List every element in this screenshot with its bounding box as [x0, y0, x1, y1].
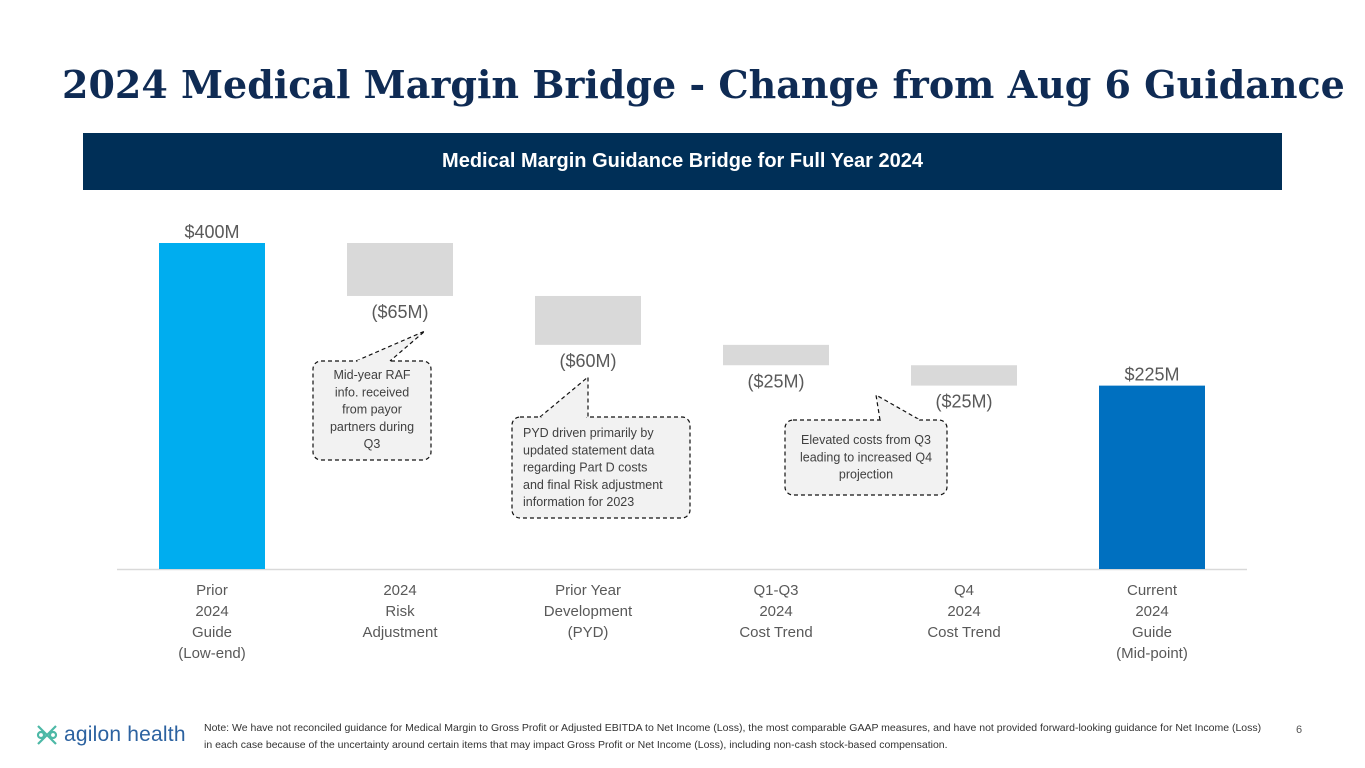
callout-text-0-2: from payor: [342, 403, 402, 417]
category-label-4-2: Cost Trend: [927, 624, 1000, 641]
category-label-5-1: 2024: [1135, 603, 1168, 620]
footnote: Note: We have not reconciled guidance fo…: [204, 722, 1262, 751]
bar-4: [911, 365, 1017, 386]
data-label-2: ($60M): [559, 351, 616, 371]
callout-text-2-0: Elevated costs from Q3: [801, 433, 931, 447]
callout-text-1-1: updated statement data: [523, 443, 654, 457]
chart-banner: Medical Margin Guidance Bridge for Full …: [83, 133, 1282, 190]
callout-tail-2: [875, 393, 921, 421]
category-label-0-0: Prior: [196, 582, 228, 599]
page-title: 2024 Medical Margin Bridge - Change from…: [62, 62, 1345, 107]
data-label-3: ($25M): [747, 371, 804, 391]
category-label-5-0: Current: [1127, 582, 1178, 599]
category-label-0-3: (Low-end): [178, 645, 246, 662]
callout-text-1-3: and final Risk adjustment: [523, 478, 663, 492]
callout-tail-0: [355, 330, 426, 362]
data-label-0: $400M: [184, 222, 239, 242]
callout-text-0-3: partners during: [330, 420, 414, 434]
bar-1: [347, 243, 453, 296]
category-label-0-1: 2024: [195, 603, 228, 620]
callout-text-2-2: projection: [839, 468, 893, 482]
category-label-1-2: Adjustment: [362, 624, 438, 641]
category-label-0-2: Guide: [192, 624, 232, 641]
category-label-2-1: Development: [544, 603, 633, 620]
data-label-4: ($25M): [935, 392, 992, 412]
category-label-4-1: 2024: [947, 603, 980, 620]
category-label-3-0: Q1-Q3: [753, 582, 798, 599]
callout-tail-1: [539, 375, 589, 418]
waterfall-chart: $400MPrior2024Guide(Low-end)($65M)2024Ri…: [117, 222, 1247, 662]
bar-0: [159, 243, 265, 569]
bar-5: [1099, 385, 1205, 569]
category-label-4-0: Q4: [954, 582, 974, 599]
callout-box-1: [511, 416, 691, 519]
category-label-1-1: Risk: [385, 603, 415, 620]
category-label-2-2: (PYD): [568, 624, 609, 641]
callout-text-1-0: PYD driven primarily by: [523, 426, 654, 440]
bar-3: [723, 344, 829, 366]
callout-text-0-4: Q3: [364, 437, 381, 451]
callout-text-1-4: information for 2023: [523, 495, 634, 509]
category-label-3-2: Cost Trend: [739, 624, 812, 641]
callout-text-1-2: regarding Part D costs: [523, 461, 647, 475]
callout-box-2: [784, 419, 948, 496]
data-label-1: ($65M): [371, 302, 428, 322]
logo-mark-icon: [36, 725, 58, 745]
category-label-3-1: 2024: [759, 603, 792, 620]
callout-text-0-1: info. received: [335, 385, 409, 399]
category-label-5-2: Guide: [1132, 624, 1172, 641]
category-label-5-3: (Mid-point): [1116, 645, 1188, 662]
callout-text-0-0: Mid-year RAF: [333, 368, 410, 382]
logo-text: agilon health: [64, 723, 186, 746]
agilon-health-logo: agilon health: [34, 722, 186, 748]
data-label-5: $225M: [1124, 365, 1179, 385]
page-number: 6: [1296, 724, 1303, 736]
category-label-1-0: 2024: [383, 582, 416, 599]
bar-2: [535, 295, 641, 345]
category-label-2-0: Prior Year: [555, 582, 621, 599]
callout-text-2-1: leading to increased Q4: [800, 450, 932, 464]
